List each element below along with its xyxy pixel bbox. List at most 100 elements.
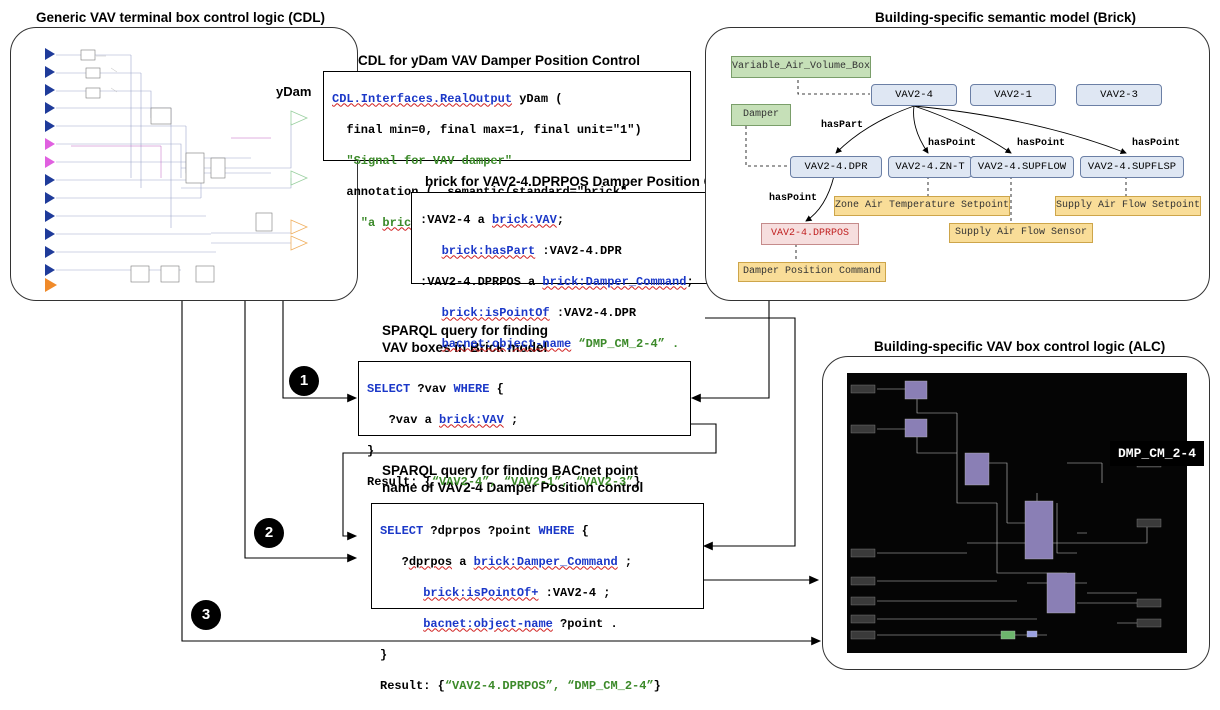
sparql1-result-close: } [633, 474, 641, 489]
brick-line-3-b: brick:Damper_Command [542, 274, 687, 289]
edge-label-haspoint-znt: hasPoint [928, 138, 977, 149]
cdl-line-1: CDL.Interfaces.RealOutput yDam ( [332, 92, 682, 108]
brick-line-5-b: bacnet:object-name [441, 336, 572, 351]
sparql1-line-2-b: brick:VAV [439, 412, 504, 427]
brick-line-2-a [420, 244, 442, 258]
cdl-code-box: CDL.Interfaces.RealOutput yDam ( final m… [323, 71, 691, 230]
brick-code-title: brick for VAV2-4.DPRPOS Damper Position … [425, 174, 752, 189]
connector-arrows [181, 297, 822, 646]
alc-diagram-graphic [847, 373, 1187, 653]
brick-line-2-c: :VAV2-4.DPR [535, 243, 622, 258]
node-supply-air-flow-setpoint: Supply Air Flow Setpoint [1055, 196, 1201, 216]
node-supply-air-flow-sensor: Supply Air Flow Sensor [949, 223, 1093, 243]
step-3-badge: 3 [191, 600, 221, 630]
sparql1-select: SELECT [367, 381, 411, 396]
sparql2-line-4-b: bacnet:object-name [423, 616, 553, 631]
cdl-line-4-a: annotation ( [332, 184, 433, 199]
brick-line-4-c: :VAV2-4.DPR [549, 305, 637, 320]
node-vav2-3: VAV2-3 [1076, 84, 1162, 106]
sparql2-line-2: ?dprpos a brick:Damper_Command ; [380, 555, 695, 571]
sparql2-code-box: SELECT ?dprpos ?point WHERE { ?dprpos a … [371, 503, 704, 693]
cdl-interface-type: CDL.Interfaces.RealOutput [332, 91, 513, 106]
generic-cdl-panel: yDam [10, 27, 358, 301]
cdl-line-2: final min=0, final max=1, final unit="1"… [332, 122, 642, 137]
brick-model-title: Building-specific semantic model (Brick) [875, 10, 1137, 25]
cdl-diagram-graphic [45, 48, 308, 292]
brick-line-4: brick:isPointOf :VAV2-4.DPR [420, 306, 729, 322]
brick-code-box: :VAV2-4 a brick:VAV; brick:hasPart :VAV2… [411, 192, 738, 351]
sparql2-line-1: SELECT ?dprpos ?point WHERE { [380, 524, 695, 540]
sparql2-result-close: } [653, 678, 661, 693]
cdl-line-1-rest: yDam ( [512, 91, 563, 106]
sparql2-line-5: } [380, 647, 388, 662]
sparql1-code-box: SELECT ?vav WHERE { ?vav a brick:VAV ; }… [358, 361, 691, 489]
sparql1-title-line1: SPARQL query for finding [382, 323, 549, 338]
sparql2-title-line1: SPARQL query for finding BACnet point [382, 463, 638, 478]
brick-line-5-a [420, 337, 442, 351]
node-vav2-4-dprpos: VAV2-4.DPRPOS [761, 223, 859, 245]
node-vav2-1: VAV2-1 [970, 84, 1056, 106]
node-vav2-4-dpr: VAV2-4.DPR [790, 156, 882, 178]
ydam-output-label: yDam [276, 84, 312, 99]
node-damper-class: Damper [731, 104, 791, 126]
brick-line-4-a [420, 306, 442, 320]
step-1-badge: 1 [289, 366, 319, 396]
sparql2-where: WHERE [538, 523, 575, 538]
sparql1-line-1-d: { [489, 381, 504, 396]
cdl-line-5-a: "a [332, 215, 383, 230]
sparql2-line-4: bacnet:object-name ?point . [380, 617, 695, 633]
alc-panel: DMP_CM_2-4 [822, 356, 1210, 670]
sparql2-line-2-b: dprpos [408, 554, 453, 569]
node-vav2-4-supflow: VAV2-4.SUPFLOW [970, 156, 1074, 178]
sparql2-result-values: “VAV2-4.DPRPOS”, “DMP_CM_2-4” [444, 678, 654, 693]
arrow-sparql1-to-sparql2 [342, 423, 717, 541]
sparql2-line-2-d: brick:Damper_Command [473, 554, 618, 569]
step-2-badge: 2 [254, 518, 284, 548]
sparql2-line-1-b: ?dprpos ?point [423, 523, 539, 538]
sparql1-line-1-b: ?vav [410, 381, 454, 396]
cdl-code-title: CDL for yDam VAV Damper Position Control [358, 53, 641, 68]
sparql2-line-3: brick:isPointOf+ :VAV2-4 ; [380, 586, 695, 602]
node-damper-position-command: Damper Position Command [738, 262, 886, 282]
brick-model-panel: Variable_Air_Volume_Box Damper VAV2-4 VA… [705, 27, 1210, 301]
edge-label-haspoint-supflow: hasPoint [1017, 138, 1066, 149]
sparql1-title: SPARQL query for finding VAV boxes in Br… [382, 322, 548, 356]
generic-cdl-title: Generic VAV terminal box control logic (… [36, 10, 326, 25]
sparql2-line-3-a [380, 586, 423, 600]
sparql2-line-4-c: ?point . [552, 616, 618, 631]
edge-label-haspoint-dprpos: hasPoint [769, 193, 818, 204]
node-vav2-4-zn-t: VAV2-4.ZN-T [888, 156, 972, 178]
brick-line-3: :VAV2-4.DPRPOS a brick:Damper_Command; [420, 275, 729, 291]
sparql1-where: WHERE [453, 381, 490, 396]
sparql2-line-3-c: :VAV2-4 ; [538, 585, 611, 600]
arrow-cdl-to-alc [181, 300, 822, 646]
edge-label-haspoint-supflsp: hasPoint [1132, 138, 1181, 149]
brick-line-1-b: brick:VAV [492, 212, 557, 227]
sparql1-line-1: SELECT ?vav WHERE { [367, 382, 682, 398]
sparql1-title-line2: VAV boxes in Brick model [382, 340, 548, 355]
sparql1-result-label: Result: { [367, 474, 432, 489]
brick-line-4-b: brick:isPointOf [441, 305, 550, 320]
sparql1-line-2-c: ; [503, 412, 519, 427]
sparql2-select: SELECT [380, 523, 424, 538]
node-vav2-4: VAV2-4 [871, 84, 957, 106]
arrow-brick-to-sparql2 [702, 317, 796, 551]
arrow-cdl-to-sparql1 [282, 300, 358, 403]
sparql1-line-3: } [367, 443, 375, 458]
edge-label-haspart: hasPart [821, 120, 864, 131]
cdl-line-3: "Signal for VAV damper" [332, 153, 513, 168]
sparql2-line-1-d: { [574, 523, 589, 538]
sparql2-line-3-b: brick:isPointOf+ [423, 585, 539, 600]
sparql2-line-2-a: ? [380, 554, 409, 569]
node-variable-air-volume-box: Variable_Air_Volume_Box [731, 56, 871, 78]
sparql1-line-2-a: ?vav a [367, 412, 440, 427]
sparql1-line-2: ?vav a brick:VAV ; [367, 413, 682, 429]
brick-line-2: brick:hasPart :VAV2-4.DPR [420, 244, 729, 260]
dmp-cm-2-4-label: DMP_CM_2-4 [1110, 441, 1205, 466]
node-vav2-4-supflsp: VAV2-4.SUPFLSP [1080, 156, 1184, 178]
brick-line-1-a: :VAV2-4 a [420, 212, 493, 227]
sparql2-line-2-e: ; [617, 554, 633, 569]
sparql1-result: Result: {“VAV2-4”, “VAV2-1”, “VAV2-3”} [367, 475, 682, 491]
node-zone-air-temperature-setpoint: Zone Air Temperature Setpoint [834, 196, 1010, 216]
arrow-cdl-to-sparql2 [244, 300, 358, 563]
